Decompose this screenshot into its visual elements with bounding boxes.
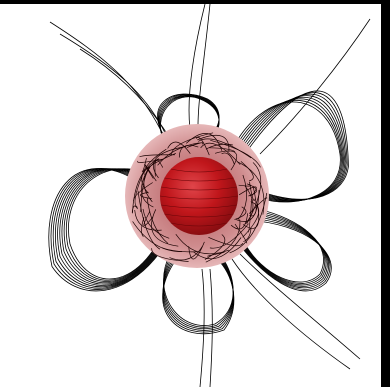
tangle-line: [249, 185, 257, 217]
open-field-line: [49, 21, 166, 140]
tangle-line: [246, 183, 258, 197]
open-field-line: [59, 33, 171, 145]
core-latitude-line: [161, 186, 237, 191]
tangle-line: [146, 197, 169, 244]
open-field-line: [199, 268, 205, 387]
tangle-line: [207, 251, 225, 257]
loop-left: [57, 168, 166, 286]
tangle-line: [236, 189, 260, 222]
open-field-line: [231, 258, 351, 370]
loop-right-lower: [243, 210, 326, 284]
loop-left: [59, 168, 165, 285]
tangle-line: [210, 139, 261, 168]
tangle-line: [197, 134, 230, 152]
tangle-line: [186, 142, 204, 148]
tangle-line: [208, 236, 244, 247]
tangle-line: [243, 228, 252, 243]
tangle-line: [157, 142, 200, 166]
loop-left: [63, 168, 163, 282]
loop-right-lower: [242, 212, 327, 286]
tangle-line: [137, 158, 163, 163]
loop-right-upper: [241, 90, 349, 200]
loop-left: [52, 168, 168, 289]
tangle-line: [143, 210, 154, 226]
open-field-line: [79, 48, 173, 143]
tangle-line: [242, 201, 260, 238]
loop-right-lower: [240, 216, 330, 289]
core-latitude-line: [161, 204, 237, 209]
tangle-line: [230, 213, 249, 230]
tangle-line: [175, 233, 230, 255]
tangle-line: [249, 181, 256, 201]
loop-left: [55, 168, 167, 288]
tangle-line: [143, 152, 177, 175]
tangle-line: [131, 205, 138, 213]
tangle-line: [221, 152, 235, 165]
tangle-line: [167, 141, 191, 154]
tangle-line: [209, 223, 249, 249]
tangle-line: [237, 174, 248, 220]
open-field-line: [197, 4, 211, 127]
tangle-line: [238, 186, 257, 197]
tangle-line: [229, 192, 268, 254]
core-sphere: [160, 157, 238, 235]
core-latitude-line: [164, 213, 234, 218]
loop-left: [61, 168, 164, 284]
tangle-line: [205, 143, 233, 150]
core-latitude-line: [164, 177, 234, 182]
tangle-line: [134, 209, 162, 231]
field-lines-tangle: [131, 132, 268, 263]
open-field-line: [209, 268, 213, 387]
tangle-line: [242, 203, 260, 229]
core-latitude-line: [170, 222, 228, 227]
tangle-line: [188, 241, 205, 260]
loop-lower: [162, 253, 235, 335]
tangle-line: [169, 246, 203, 261]
tangle-line: [200, 142, 241, 165]
open-field-line: [239, 253, 361, 360]
loop-right-lower: [239, 218, 331, 290]
tangle-line: [151, 209, 179, 247]
open-field-line: [188, 4, 206, 130]
tangle-line: [215, 150, 238, 171]
loop-left: [48, 168, 170, 292]
tangle-line: [139, 154, 176, 158]
tangle-line: [137, 190, 161, 250]
tangle-line: [209, 147, 236, 152]
tangle-line: [142, 208, 170, 239]
tangle-line: [153, 146, 186, 179]
tangle-line: [141, 157, 147, 172]
field-diagram: [48, 4, 371, 387]
loop-right-lower: [244, 208, 324, 283]
loop-right-lower: [238, 220, 332, 292]
tangle-line: [141, 166, 154, 208]
loop-right-lower: [241, 214, 328, 287]
tangle-line: [205, 219, 241, 263]
tangle-line: [234, 206, 247, 220]
core-latitude-line: [170, 168, 228, 173]
tangle-line: [204, 234, 226, 260]
loop-left: [68, 168, 161, 280]
tangle-line: [151, 248, 189, 262]
tangle-line: [247, 198, 252, 233]
tangle-line: [161, 247, 197, 253]
loop-left: [66, 168, 162, 281]
tangle-line: [185, 133, 223, 151]
tangle-line: [198, 138, 252, 159]
core-surface-lines: [159, 168, 239, 227]
field-lines-outer: [48, 4, 371, 387]
core-latitude-line: [159, 195, 239, 200]
loop-upper: [157, 93, 220, 145]
tangle-line: [134, 171, 145, 208]
loop-left: [50, 168, 169, 290]
figure-panel: [0, 4, 381, 387]
open-field-line: [259, 18, 371, 155]
tangle-line: [240, 161, 254, 182]
tangle-line: [140, 192, 152, 200]
